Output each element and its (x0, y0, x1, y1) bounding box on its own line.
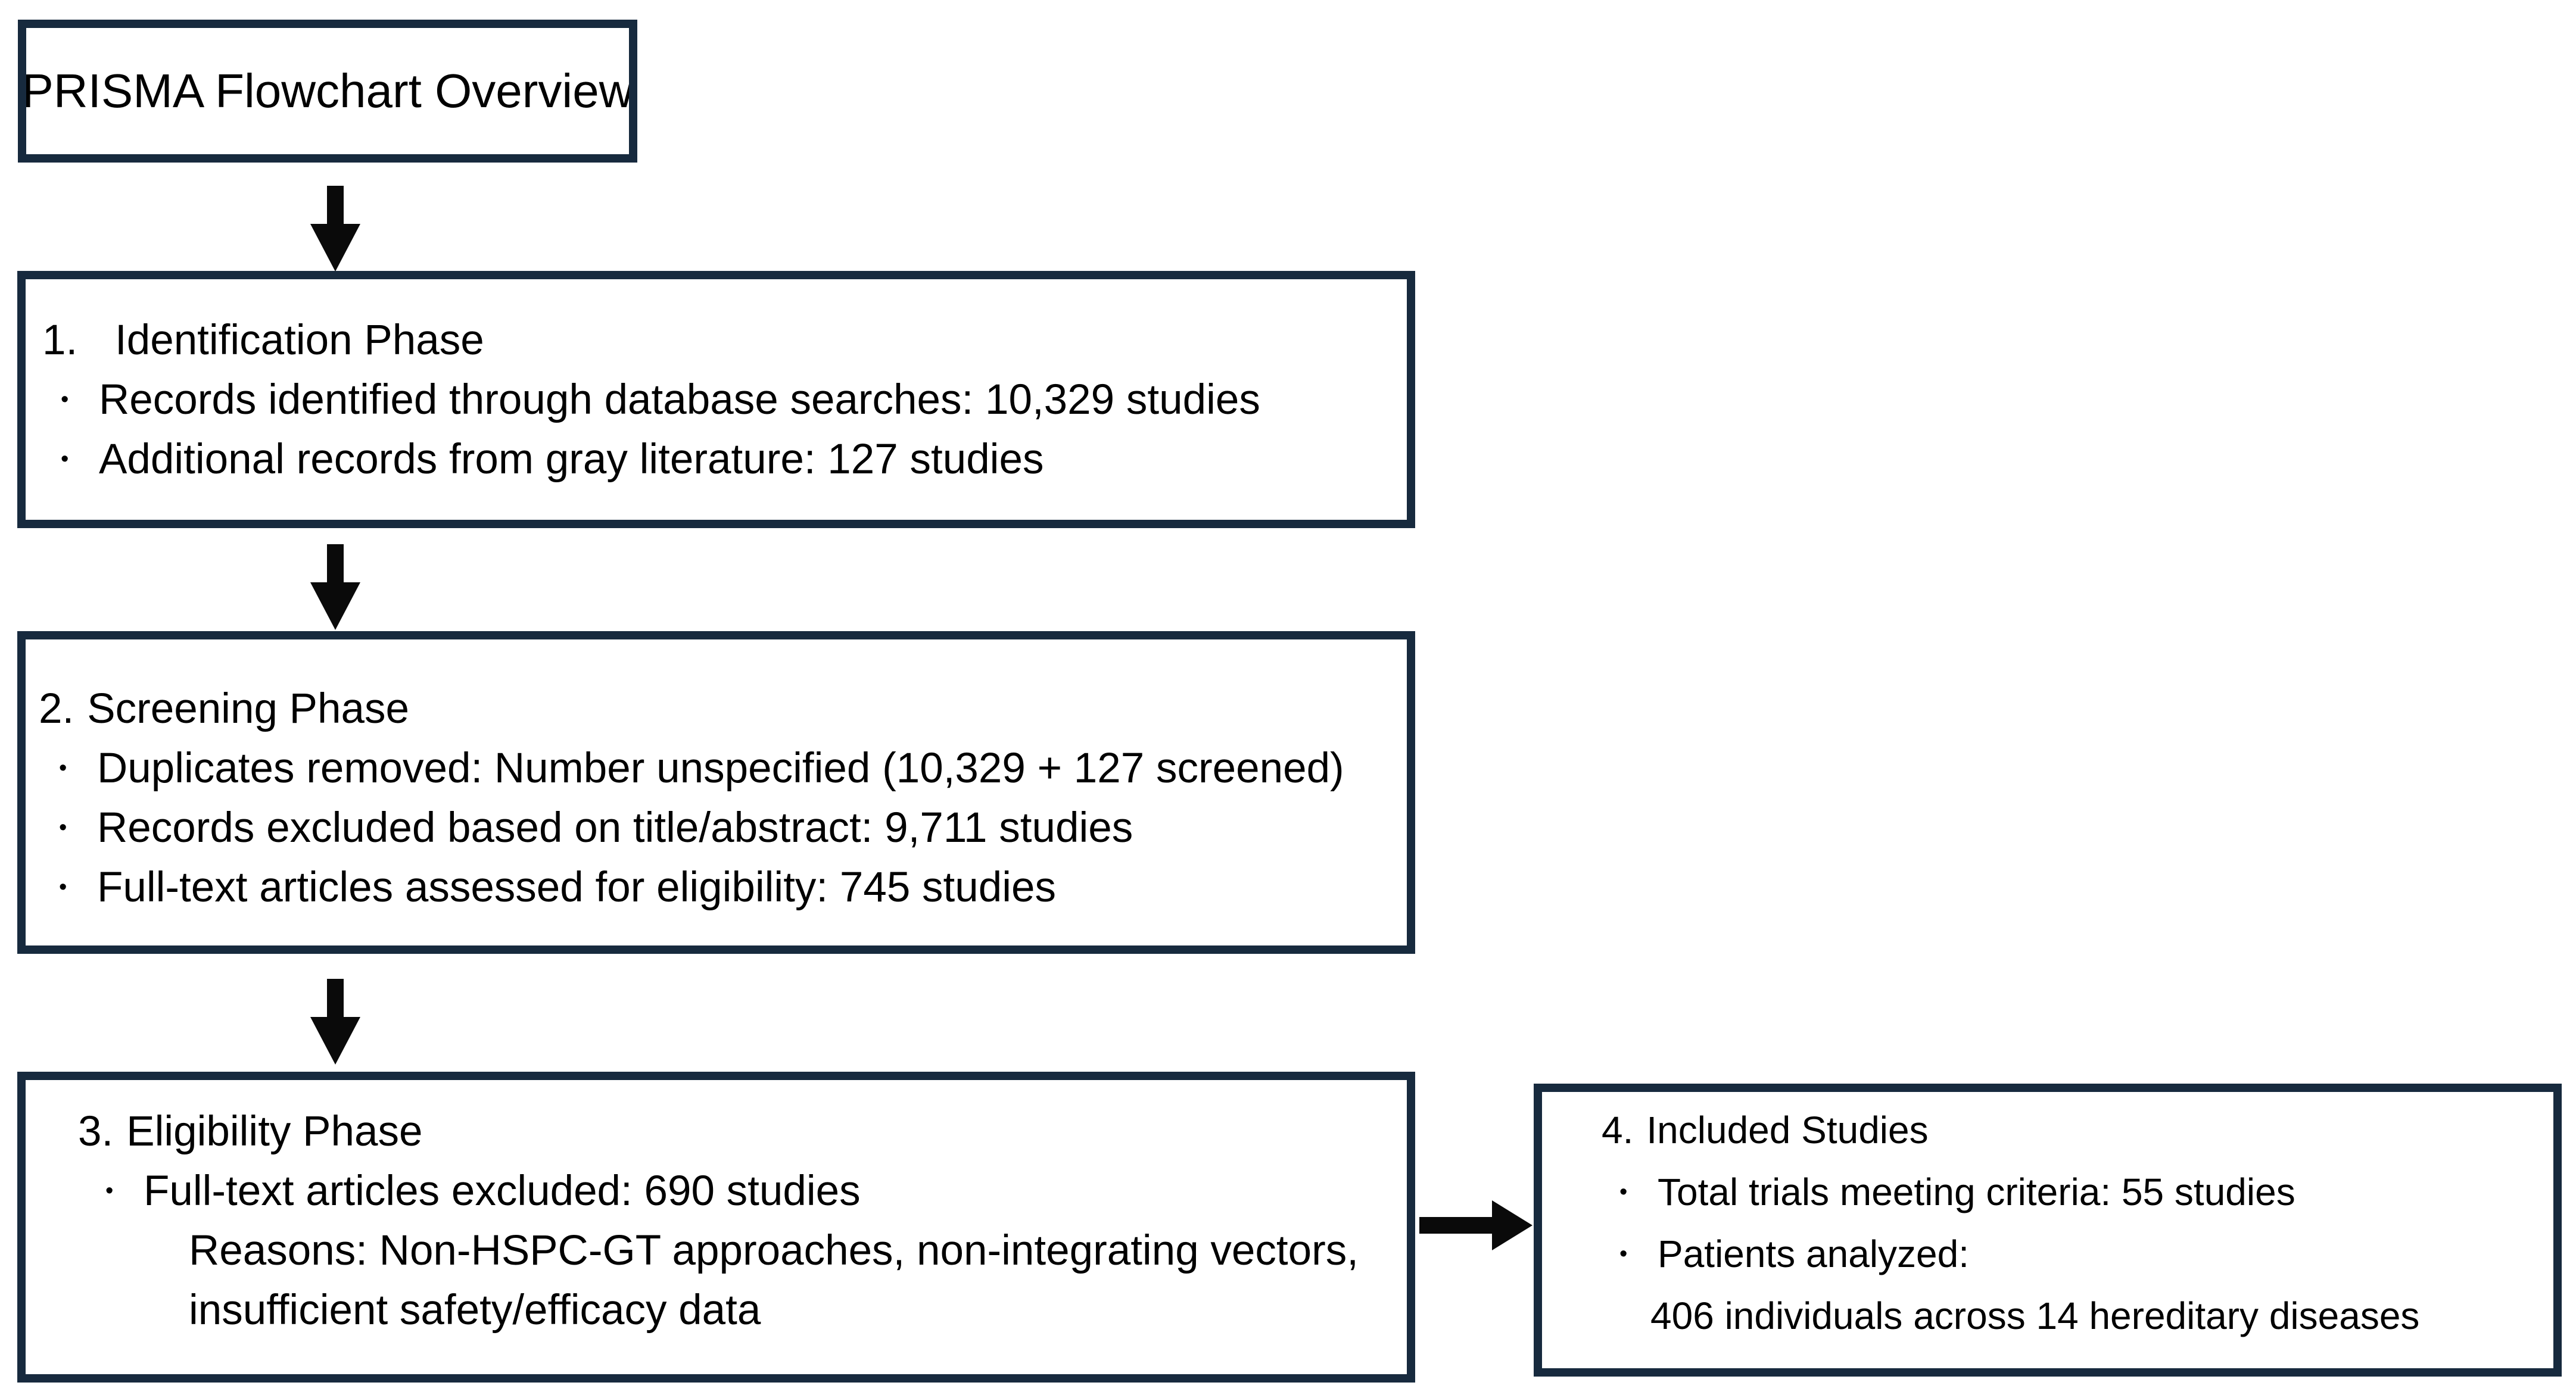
bullet-item: • Full-text articles assessed for eligib… (59, 857, 1407, 917)
bullet-item: • Total trials meeting criteria: 55 stud… (1619, 1161, 2553, 1223)
bullet-dot-icon: • (1619, 1241, 1628, 1266)
bullet-dot-icon: • (59, 874, 67, 900)
continuation-text: insufficient safety/efficacy data (189, 1286, 761, 1334)
bullet-text: Patients analyzed: (1658, 1232, 1969, 1275)
heading-label: Screening Phase (87, 685, 409, 732)
bullet-item: • Full-text articles excluded: 690 studi… (105, 1161, 1407, 1221)
box-heading: 1. Identification Phase (42, 310, 1407, 370)
screening-phase-box: 2. Screening Phase • Duplicates removed:… (17, 631, 1415, 954)
identification-phase-box: 1. Identification Phase • Records identi… (17, 271, 1415, 528)
bullet-text: Records excluded based on title/abstract… (97, 804, 1133, 851)
heading-number: 2. (39, 685, 74, 732)
flowchart-title: PRISMA Flowchart Overview (21, 64, 634, 117)
continuation-text: Reasons: Non-HSPC-GT approaches, non-int… (189, 1227, 1359, 1274)
heading-label: Identification Phase (115, 316, 484, 364)
box-heading: 2. Screening Phase (39, 679, 1407, 738)
bullet-text: Full-text articles excluded: 690 studies (144, 1167, 861, 1215)
continuation-line: 406 individuals across 14 hereditary dis… (1650, 1285, 2553, 1347)
bullet-dot-icon: • (59, 815, 67, 840)
bullet-item: • Additional records from gray literatur… (61, 429, 1407, 489)
bullet-text: Total trials meeting criteria: 55 studie… (1658, 1171, 2295, 1213)
bullet-text: Additional records from gray literature:… (99, 435, 1044, 483)
bullet-dot-icon: • (61, 386, 69, 412)
heading-number: 3. (78, 1107, 114, 1155)
continuation-line: insufficient safety/efficacy data (189, 1280, 1407, 1340)
bullet-dot-icon: • (1619, 1179, 1628, 1204)
bullet-item: • Patients analyzed: (1619, 1223, 2553, 1285)
continuation-line: Reasons: Non-HSPC-GT approaches, non-int… (189, 1221, 1407, 1280)
bullet-dot-icon: • (59, 755, 67, 781)
continuation-text: 406 individuals across 14 hereditary dis… (1650, 1294, 2420, 1337)
included-studies-box: 4. Included Studies • Total trials meeti… (1534, 1084, 2562, 1377)
bullet-item: • Records excluded based on title/abstra… (59, 798, 1407, 857)
heading-number: 1. (42, 316, 78, 364)
bullet-item: • Duplicates removed: Number unspecified… (59, 738, 1407, 798)
bullet-text: Duplicates removed: Number unspecified (… (97, 744, 1344, 792)
box-heading: 3. Eligibility Phase (78, 1101, 1407, 1161)
right-arrow-icon (1419, 1200, 1532, 1250)
bullet-item: • Records identified through database se… (61, 370, 1407, 429)
down-arrow-icon (310, 979, 360, 1065)
box-heading: 4. Included Studies (1602, 1099, 2553, 1161)
down-arrow-icon (310, 186, 360, 272)
heading-number: 4. (1602, 1109, 1634, 1152)
bullet-text: Full-text articles assessed for eligibil… (97, 863, 1057, 911)
eligibility-phase-box: 3. Eligibility Phase • Full-text article… (17, 1072, 1415, 1383)
heading-label: Included Studies (1646, 1109, 1929, 1152)
heading-label: Eligibility Phase (126, 1107, 423, 1155)
title-box: PRISMA Flowchart Overview (18, 20, 637, 163)
bullet-dot-icon: • (61, 446, 69, 472)
down-arrow-icon (310, 544, 360, 630)
bullet-text: Records identified through database sear… (99, 376, 1260, 423)
bullet-dot-icon: • (105, 1178, 114, 1203)
